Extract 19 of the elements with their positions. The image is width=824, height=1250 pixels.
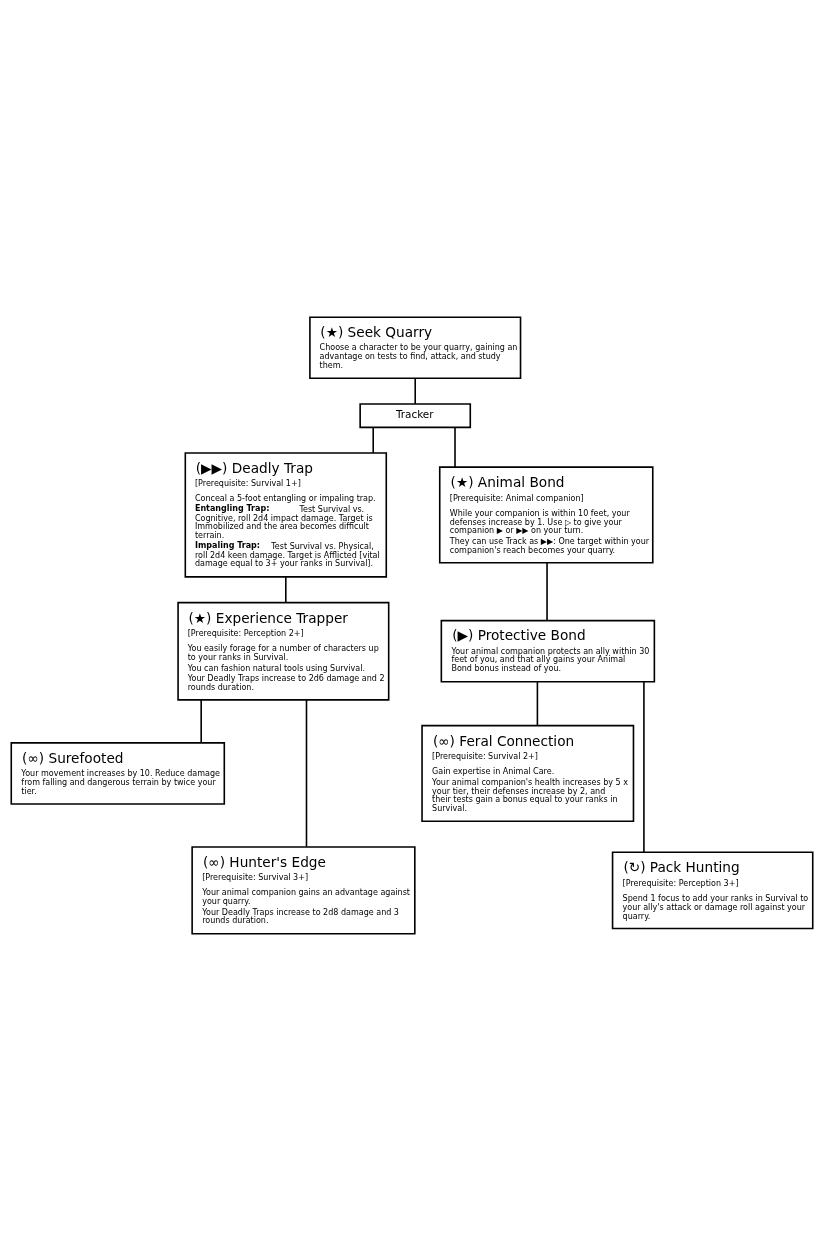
node-box: (▶) Protective Bond Your animal companion protects an ally within 30 feet of you, and that ally gains your Animal Bond bonus instead of you. (440, 619, 656, 683)
connector (643, 680, 645, 853)
connector (454, 426, 456, 468)
node-box: Tracker (359, 402, 472, 428)
node-box: (∞) Surefooted Your movement increases by 10. Reduce damage from falling and dangerous terrain by twice your tier. (10, 741, 226, 805)
node-box: (★) Animal Bond [Prerequisite: Animal companion] While your companion is within 10 feet, your defenses increase by 1. Use ▷ to give your companion ▶ or ▶▶ on your turn. They can use Track as ▶▶: One target within your companion's reach becomes your quarry. (438, 465, 654, 564)
node-box: (∞) Feral Connection [Prerequisite: Survival 2+] Gain expertise in Animal Care. Your animal companion's health increases by 5 x your tier, their defenses increase by 2, and their tests gain a bonus equal to your ranks in Survival. (421, 724, 635, 822)
connector (285, 575, 287, 603)
node-box: (▶▶) Deadly Trap [Prerequisite: Survival 1+] Conceal a 5-foot entangling or impaling trap. Entangling Trap: Test Survival vs. Cognitive, roll 2d4 impact damage. Target is Immobilized and the area becomes difficult terrain. Impaling Trap: Test Survival vs. Physical, roll 2d4 keen damage. Target is Afflicted [vital damage equal to 3+ your ranks in Survival]. (184, 451, 388, 578)
node-box: (★) Experience Trapper [Prerequisite: Perception 2+] You easily forage for a number of characters up to your ranks in Survival. You can fashion natural tools using Survival. Your Deadly Traps increase to 2d6 damage and 2 rounds duration. (177, 601, 390, 701)
connector (305, 698, 308, 847)
connector (414, 377, 417, 405)
connector (200, 698, 202, 744)
node-box: (↻) Pack Hunting [Prerequisite: Perception 3+] Spend 1 focus to add your ranks in Survival to your ally's attack or damage roll against your quarry. (611, 850, 814, 929)
connector (536, 680, 539, 726)
node-box: (★) Seek Quarry Choose a character to be your quarry, gaining an advantage on tests to find, attack, and study them. (309, 315, 522, 379)
node-box: (∞) Hunter's Edge [Prerequisite: Survival 3+] Your animal companion gains an advantage against your quarry. Your Deadly Traps increase to 2d8 damage and 3 rounds duration. (191, 845, 416, 935)
connector (546, 561, 548, 621)
connector (372, 426, 374, 454)
